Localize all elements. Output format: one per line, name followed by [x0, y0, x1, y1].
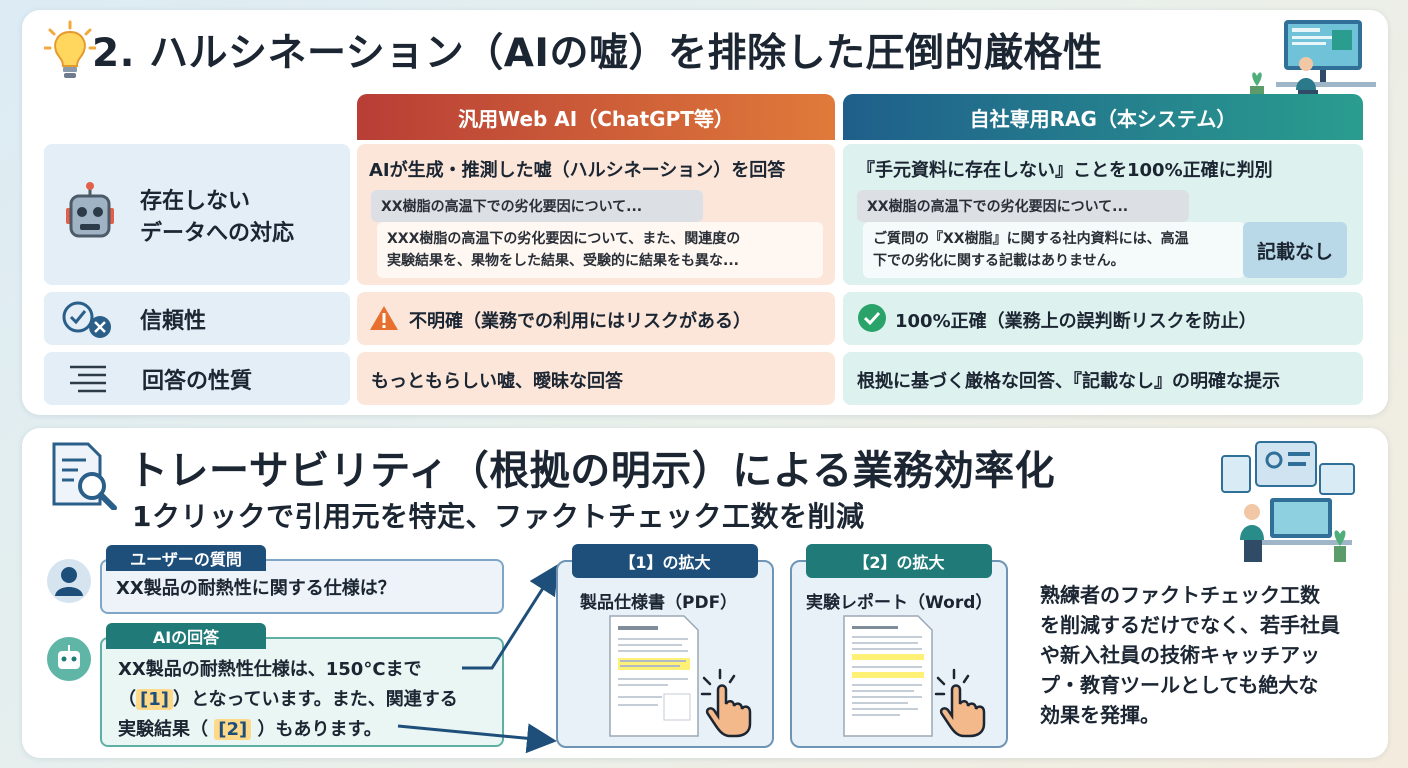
robot-icon: [66, 181, 114, 237]
web-ai-query-example: XX樹脂の高温下での劣化要因について...: [371, 190, 703, 222]
zoom-card-2: [790, 560, 1008, 748]
row-label-text: 信頼性: [140, 308, 207, 334]
check-cross-icon: [62, 301, 111, 338]
zoom-1-tag: 【1】の拡大: [572, 544, 758, 578]
ai-answer-line: XX製品の耐熱性仕様は、150°Cまで: [118, 659, 422, 680]
document-search-icon: [52, 442, 117, 510]
web-ai-reliability-text: 不明確（業務での利用にはリスクがある）: [409, 311, 751, 332]
web-ai-answer-nature-text: もっともらしい嘘、曖昧な回答: [371, 371, 623, 392]
rag-cell-nonexistent-data: 『手元資料に存在しない』ことを100%正確に判別 XX樹脂の高温下での劣化要因に…: [843, 144, 1363, 285]
web-ai-behavior-text: AIが生成・推測した嘘（ハルシネーション）を回答: [369, 160, 786, 181]
rag-reliability-text: 100%正確（業務上の誤判断リスクを防止）: [895, 311, 1257, 332]
click-hand-icon: [700, 668, 752, 738]
section-title-traceability: トレーサビリティ（根拠の明示）による業務効率化: [128, 448, 1056, 494]
text-lines-icon: [70, 365, 106, 392]
section-subtitle: 1クリックで引用元を特定、ファクトチェック工数を削減: [132, 500, 865, 533]
no-record-badge: 記載なし: [1243, 222, 1347, 278]
answer-line: XXX樹脂の高温下の劣化要因について、また、関連度の: [387, 231, 741, 247]
row-label-nonexistent-data: 存在しない データへの対応: [44, 144, 350, 285]
column-header-web-ai: 汎用Web AI（ChatGPT等）: [357, 94, 835, 140]
lightbulb-icon: [44, 20, 96, 78]
ai-answer-fragment: ）もあります。: [251, 719, 382, 740]
note-line: を削減するだけでなく、若手社員: [1040, 613, 1340, 637]
ai-answer-tag: AIの回答: [106, 623, 266, 649]
user-question-tag: ユーザーの質問: [106, 545, 266, 571]
column-header-rag: 自社専用RAG（本システム）: [843, 94, 1363, 140]
zoom-2-document-title: 実験レポート（Word）: [806, 593, 993, 613]
section-title-comparison: 2. ハルシネーション（AIの嘘）を排除した圧倒的厳格性: [92, 31, 1103, 76]
zoom-1-document-title: 製品仕様書（PDF）: [580, 593, 738, 613]
answer-line: 実験結果を、果物をした結果、受験的に結果をも異な...: [387, 253, 739, 269]
ai-robot-avatar-icon: [47, 637, 91, 681]
warning-icon: [370, 306, 398, 330]
analyst-illustration: [1221, 441, 1355, 562]
user-question-text: XX製品の耐熱性に関する仕様は？: [116, 577, 396, 599]
ai-answer-fragment: ）となっています。また、関連する: [172, 689, 458, 710]
web-ai-cell-answer-nature: もっともらしい嘘、曖昧な回答: [357, 352, 835, 405]
ai-answer-line: 実験結果（ [2] ）もあります。: [118, 715, 502, 745]
row-label-reliability: 信頼性: [44, 292, 350, 345]
row-label-line: 存在しない: [140, 188, 251, 214]
note-line: や新入社員の技術キャッチアッ: [1040, 643, 1320, 667]
zoom-card-1: [556, 560, 774, 748]
rag-answer: ご質問の『XX樹脂』に関する社内資料には、高温 下での劣化に関する記載はありませ…: [863, 222, 1245, 278]
rag-cell-answer-nature: 根拠に基づく厳格な回答、『記載なし』の明確な提示: [843, 352, 1363, 405]
row-label-text: 回答の性質: [142, 368, 253, 394]
ai-answer-fragment: （: [118, 689, 136, 710]
answer-line: ご質問の『XX樹脂』に関する社内資料には、高温: [873, 231, 1189, 247]
ai-answer-fragment: 実験結果（: [118, 719, 215, 740]
rag-query-example: XX樹脂の高温下での劣化要因について...: [857, 190, 1189, 222]
web-ai-cell-reliability: 不明確（業務での利用にはリスクがある）: [357, 292, 835, 345]
citation-link-2[interactable]: [2]: [214, 719, 252, 740]
rag-behavior-text: 『手元資料に存在しない』ことを100%正確に判別: [857, 160, 1273, 181]
rag-answer-nature-text: 根拠に基づく厳格な回答、『記載なし』の明確な提示: [857, 371, 1280, 392]
ai-answer-box: XX製品の耐熱性仕様は、150°Cまで （[1]）となっています。また、関連する…: [100, 637, 504, 747]
benefit-note: 熟練者のファクトチェック工数 を削減するだけでなく、若手社員 や新入社員の技術キ…: [1040, 580, 1380, 730]
user-avatar-icon: [47, 559, 91, 603]
web-ai-hallucinated-answer: XXX樹脂の高温下の劣化要因について、また、関連度の 実験結果を、果物をした結果…: [377, 222, 823, 278]
note-line: 効果を発揮。: [1040, 703, 1160, 727]
click-hand-icon: [934, 668, 986, 738]
note-line: 熟練者のファクトチェック工数: [1040, 583, 1320, 607]
pdf-document-thumbnail: [609, 615, 699, 737]
word-document-thumbnail: [843, 615, 933, 737]
zoom-2-tag: 【2】の拡大: [806, 544, 992, 578]
ai-answer-line: （[1]）となっています。また、関連する: [118, 685, 502, 715]
rag-cell-reliability: 100%正確（業務上の誤判断リスクを防止）: [843, 292, 1363, 345]
user-question-box: XX製品の耐熱性に関する仕様は？: [100, 559, 504, 614]
citation-link-1[interactable]: [1]: [136, 689, 173, 710]
row-label-answer-nature: 回答の性質: [44, 352, 350, 405]
web-ai-cell-nonexistent-data: AIが生成・推測した嘘（ハルシネーション）を回答 XX樹脂の高温下での劣化要因に…: [357, 144, 835, 285]
row-label-line: データへの対応: [140, 220, 295, 246]
note-line: プ・教育ツールとしても絶大な: [1040, 673, 1319, 697]
answer-line: 下での劣化に関する記載はありません。: [873, 253, 1125, 269]
check-circle-icon: [858, 304, 886, 332]
